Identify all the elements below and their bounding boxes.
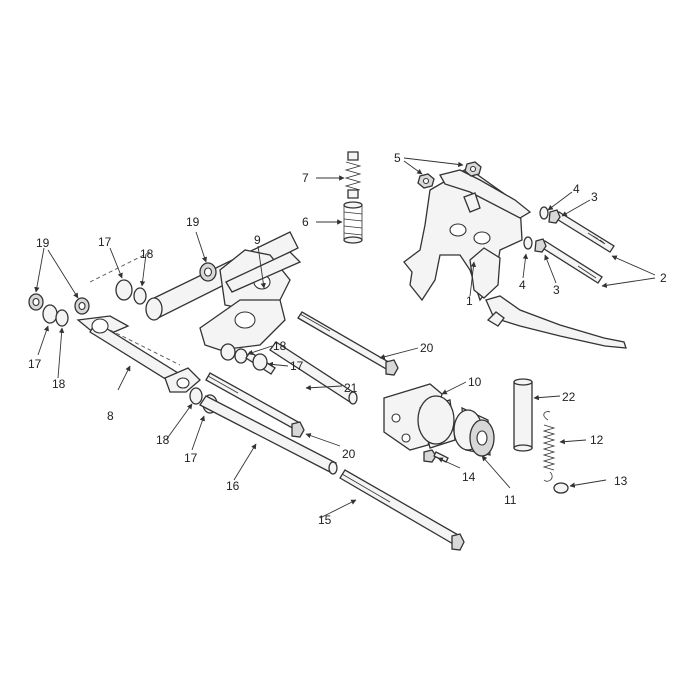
left-bushings — [28, 279, 147, 327]
callout-14: 14 — [462, 470, 476, 484]
frame-arm — [76, 315, 201, 393]
callout-17-c: 17 — [184, 451, 198, 465]
bolt-20-upper — [297, 311, 399, 376]
callout-9: 9 — [254, 233, 261, 247]
callout-1: 1 — [466, 294, 473, 308]
stand-brackets — [439, 169, 532, 219]
callout-17-b: 17 — [28, 357, 42, 371]
callout-3-lower: 3 — [553, 283, 560, 297]
callout-19-a: 19 — [36, 236, 50, 250]
stand-bolts — [534, 209, 615, 284]
swing-arm-link — [145, 231, 302, 351]
callout-20-b: 20 — [342, 447, 356, 461]
spring-7 — [344, 151, 362, 199]
silent-block — [453, 406, 495, 457]
callout-10: 10 — [468, 375, 482, 389]
callout-18-a: 18 — [140, 247, 154, 261]
callout-18-c: 18 — [156, 433, 170, 447]
bushing-19-upper — [199, 262, 217, 282]
dashed-guides — [89, 251, 181, 366]
callout-16: 16 — [226, 479, 240, 493]
callout-18-d: 18 — [273, 339, 287, 353]
spring-12 — [542, 411, 556, 482]
callout-13: 13 — [614, 474, 628, 488]
stand-washers — [523, 206, 549, 250]
callout-22: 22 — [562, 390, 576, 404]
callout-4-upper: 4 — [573, 182, 580, 196]
engine-bracket — [383, 383, 456, 451]
callout-12: 12 — [590, 433, 604, 447]
callout-17-d: 17 — [290, 359, 304, 373]
callout-19-b: 19 — [186, 215, 200, 229]
callout-3-upper: 3 — [591, 190, 598, 204]
callout-2: 2 — [660, 271, 667, 285]
callout-20-a: 20 — [420, 341, 434, 355]
shaft-21 — [269, 341, 358, 405]
callout-15: 15 — [318, 513, 332, 527]
callout-6: 6 — [302, 215, 309, 229]
screw-14 — [423, 449, 449, 463]
callout-5: 5 — [394, 151, 401, 165]
callout-11: 11 — [504, 493, 517, 507]
rod-16 — [199, 395, 338, 475]
link-bushings — [220, 343, 276, 375]
stand-nuts — [417, 161, 482, 189]
callout-labels: 1 2 3 3 4 4 5 6 7 8 9 10 11 12 13 14 15 … — [28, 151, 667, 527]
callout-21: 21 — [344, 381, 358, 395]
callout-17-a: 17 — [98, 235, 112, 249]
callout-7: 7 — [302, 171, 309, 185]
bolt-20-lower — [205, 372, 305, 438]
clip-13 — [553, 482, 569, 494]
sleeve-22 — [513, 378, 533, 452]
long-bolt-15 — [339, 469, 465, 551]
leader-lines — [34, 157, 656, 519]
callout-4-lower: 4 — [519, 278, 526, 292]
callout-18-b: 18 — [52, 377, 66, 391]
callout-8: 8 — [107, 409, 114, 423]
spring-6 — [343, 201, 363, 244]
